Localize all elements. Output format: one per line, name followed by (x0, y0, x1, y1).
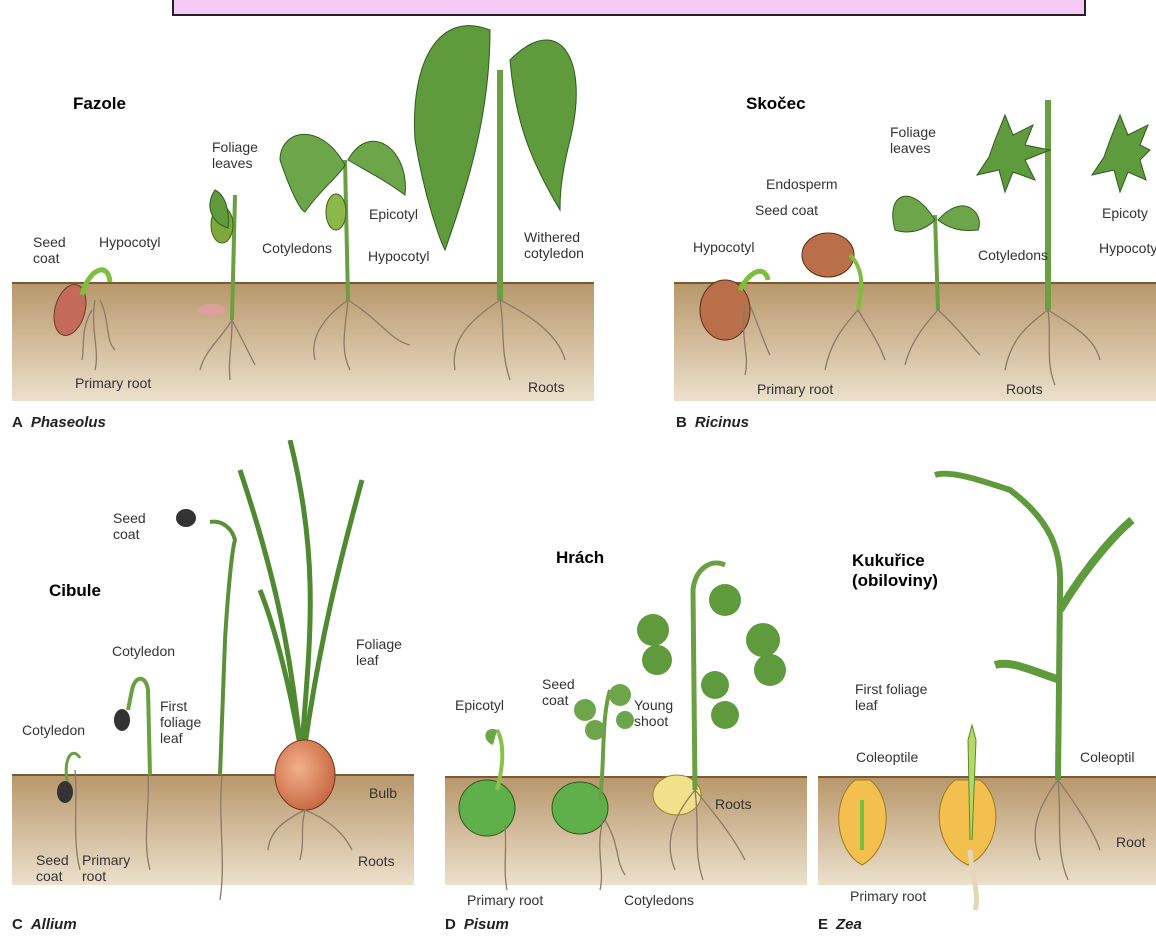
caption-genus: Phaseolus (31, 414, 106, 431)
panel-allium: Cibule Seed coat Cotyledon Foliage leaf … (0, 440, 425, 940)
label-bulb: Bulb (369, 785, 397, 801)
label-primary-root: Primary root (467, 892, 543, 908)
label-epicotyl: Epicotyl (369, 206, 418, 222)
caption-letter: D (445, 916, 456, 933)
label-seed-coat-top: Seed coat (113, 510, 146, 542)
label-cotyledon-top: Cotyledon (112, 643, 175, 659)
caption-genus: Allium (31, 916, 77, 933)
pisum-illustration (425, 440, 810, 940)
panel-title: Kukuřice (obiloviny) (852, 551, 938, 591)
label-seed-coat: Seed coat (542, 676, 575, 708)
panel-caption: B Ricinus (676, 414, 749, 431)
label-foliage-leaf: Foliage leaf (356, 636, 402, 668)
label-epicotyl: Epicotyl (455, 697, 504, 713)
label-seed-coat-bottom: Seed coat (36, 852, 69, 884)
label-hypocotyl: Hypocotyl (693, 239, 754, 255)
label-coleoptile-2: Coleoptil (1080, 749, 1134, 765)
label-roots: Roots (715, 796, 752, 812)
label-hypocotyl-2: Hypocotyl (368, 248, 429, 264)
panel-title: Skočec (746, 94, 806, 114)
label-cotyledons: Cotyledons (262, 240, 332, 256)
label-coleoptile: Coleoptile (856, 749, 918, 765)
panel-caption: D Pisum (445, 916, 509, 933)
label-foliage-leaves: Foliage leaves (890, 124, 936, 156)
caption-genus: Zea (836, 916, 862, 933)
label-foliage-leaves: Foliage leaves (212, 139, 258, 171)
label-hypocotyl-2: Hypocoty (1099, 240, 1156, 256)
label-first-foliage-leaf: First foliage leaf (855, 681, 927, 713)
panel-ricinus: Skočec Hypocotyl Endosperm Seed coat Fol… (600, 0, 1156, 440)
label-cotyledons: Cotyledons (624, 892, 694, 908)
label-primary-root: Primary root (757, 381, 833, 397)
label-hypocotyl: Hypocotyl (99, 234, 160, 250)
panel-phaseolus: Fazole Seed coat Hypocotyl Primary root … (0, 0, 600, 440)
label-seed-coat: Seed coat (33, 234, 66, 266)
panel-caption: A Phaseolus (12, 414, 106, 431)
label-withered-cotyledon: Withered cotyledon (524, 229, 584, 261)
label-roots: Roots (1006, 381, 1043, 397)
caption-genus: Pisum (464, 916, 509, 933)
panel-zea: Kukuřice (obiloviny) First foliage leaf … (810, 440, 1156, 940)
caption-letter: B (676, 414, 687, 431)
label-cotyledons: Cotyledons (978, 247, 1048, 263)
ricinus-illustration (600, 0, 1156, 440)
panel-title: Hrách (556, 548, 604, 568)
caption-letter: C (12, 916, 23, 933)
caption-letter: E (818, 916, 828, 933)
panel-title: Cibule (49, 581, 101, 601)
label-roots: Roots (358, 853, 395, 869)
phaseolus-illustration (0, 0, 600, 440)
panel-pisum: Hrách Epicotyl Seed coat Young shoot Roo… (425, 440, 810, 940)
label-first-foliage-leaf: First foliage leaf (160, 698, 201, 746)
label-primary-root: Primary root (82, 852, 130, 884)
label-seed-coat: Seed coat (755, 202, 818, 218)
label-primary-root: Primary root (850, 888, 926, 904)
label-primary-root: Primary root (75, 375, 151, 391)
label-roots: Root (1116, 834, 1146, 850)
label-cotyledon-left: Cotyledon (22, 722, 85, 738)
caption-letter: A (12, 414, 23, 431)
caption-genus: Ricinus (695, 414, 749, 431)
panel-caption: E Zea (818, 916, 862, 933)
panel-title: Fazole (73, 94, 126, 114)
label-epicotyl: Epicoty (1102, 205, 1148, 221)
label-roots: Roots (528, 379, 565, 395)
label-young-shoot: Young shoot (634, 697, 673, 729)
panel-caption: C Allium (12, 916, 77, 933)
label-endosperm: Endosperm (766, 176, 838, 192)
